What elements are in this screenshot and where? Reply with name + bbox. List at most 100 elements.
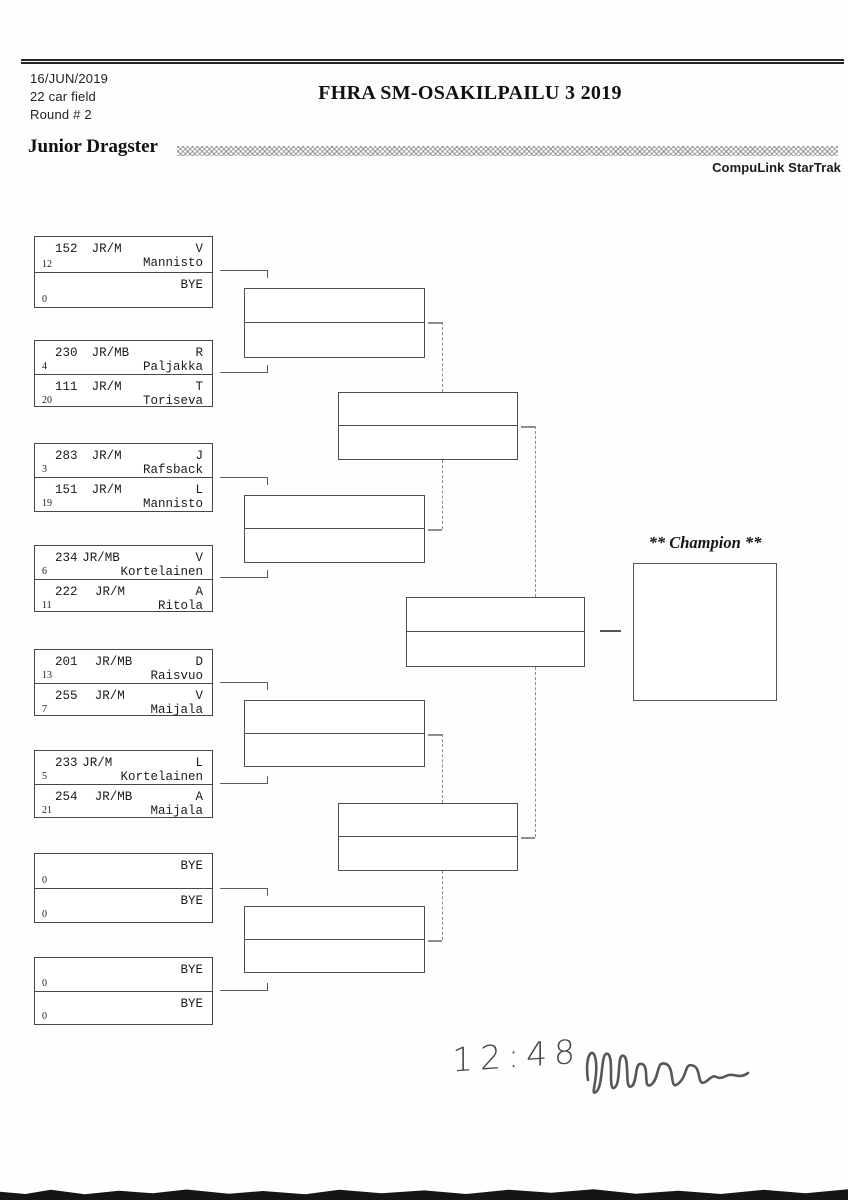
bracket-connector [220, 682, 268, 690]
lane-number: 0 [42, 1011, 47, 1022]
car-number [55, 278, 95, 292]
class-label: JR/M [91, 380, 122, 394]
semifinal-match-2 [338, 803, 518, 871]
round2-match-1 [244, 288, 425, 358]
driver-name: L Kortelainen [120, 756, 203, 784]
bracket-connector-dashed [442, 322, 443, 392]
driver-name: L Mannisto [143, 483, 204, 511]
car-number [55, 859, 95, 873]
car-number: 254 [55, 790, 78, 804]
bracket-connector-dashed [442, 871, 443, 940]
bracket-connector-dashed [442, 460, 443, 529]
class-label: JR/M [91, 242, 122, 256]
bracket-entry: BYE 0 [35, 854, 212, 888]
round2-match-4 [244, 906, 425, 973]
bracket-connector-dashed [442, 734, 443, 803]
lane-number: 5 [42, 771, 47, 782]
car-number: 230 [55, 346, 78, 360]
round1-match-8: BYE 0 BYE 0 [34, 957, 213, 1025]
lane-number: 21 [42, 805, 52, 816]
bracket-connector-dashed [535, 667, 536, 837]
champion-box [633, 563, 777, 701]
bracket-connector [220, 983, 268, 991]
scan-edge-artifact [0, 1189, 848, 1200]
class-label: JR/MB [82, 551, 120, 565]
lane-number: 0 [42, 294, 47, 305]
car-number: 111 [55, 380, 78, 394]
driver-name: A Ritola [157, 585, 203, 613]
bracket-connector [220, 477, 268, 485]
signature-scribble [585, 1051, 750, 1094]
bracket-entry: 152 JR/M V Mannisto 12 [35, 237, 212, 272]
final-to-champion-connector [600, 630, 621, 632]
class-label [95, 963, 151, 977]
car-number: 233 [55, 756, 78, 770]
lane-number: 13 [42, 670, 52, 681]
lane-number: 0 [42, 874, 47, 886]
bracket-connector [220, 776, 268, 784]
timing-system-brand: CompuLink StarTrak [712, 160, 841, 175]
category-hatch-band [177, 146, 838, 156]
class-label: JR/M [95, 585, 126, 599]
lane-number: 12 [42, 258, 52, 270]
bracket-entry: BYE 0 [35, 887, 212, 923]
lane-number: 3 [42, 464, 47, 475]
driver-name: T Toriseva [143, 380, 204, 408]
bracket-connector [220, 365, 268, 373]
driver-name: V Kortelainen [120, 551, 203, 579]
lane-number: 19 [42, 498, 52, 509]
round1-match-7: BYE 0 BYE 0 [34, 853, 213, 923]
class-label: JR/MB [94, 655, 133, 669]
bracket-connector [220, 888, 268, 896]
bracket-connector-dashed [521, 426, 535, 428]
car-number: 222 [55, 585, 78, 599]
car-number [55, 894, 95, 908]
class-label: JR/MB [91, 346, 130, 360]
driver-name: V Maijala [150, 689, 204, 717]
driver-name: BYE [180, 963, 203, 977]
event-date: 16/JUN/2019 [30, 71, 109, 86]
car-number: 152 [55, 242, 78, 256]
handwritten-time: 12:48 [452, 1031, 582, 1080]
driver-name: BYE [180, 859, 203, 873]
bracket-connector-dashed [428, 529, 442, 531]
driver-name: V Mannisto [143, 242, 204, 270]
event-title: FHRA SM-OSAKILPAILU 3 2019 [318, 82, 622, 104]
class-label [95, 278, 151, 292]
semifinal-match-1 [338, 392, 518, 460]
bracket-connector-dashed [428, 734, 442, 736]
round2-match-3 [244, 700, 425, 767]
car-number: 151 [55, 483, 78, 497]
top-double-rule [21, 59, 844, 64]
driver-name: BYE [180, 893, 203, 908]
champion-label: ** Champion ** [648, 533, 762, 552]
lane-number: 7 [42, 704, 47, 715]
car-number: 255 [55, 689, 78, 703]
bracket-connector-dashed [521, 837, 535, 839]
lane-number: 4 [42, 361, 47, 372]
car-number [55, 997, 95, 1011]
round2-match-2 [244, 495, 425, 563]
class-label: JR/M [91, 449, 122, 463]
car-number [55, 963, 95, 977]
class-label [95, 894, 151, 908]
bracket-connector [220, 570, 268, 578]
car-number: 283 [55, 449, 78, 463]
field-size: 22 car field [30, 89, 96, 104]
class-category: Junior Dragster [28, 136, 158, 157]
bracket-connector-dashed [428, 322, 442, 324]
